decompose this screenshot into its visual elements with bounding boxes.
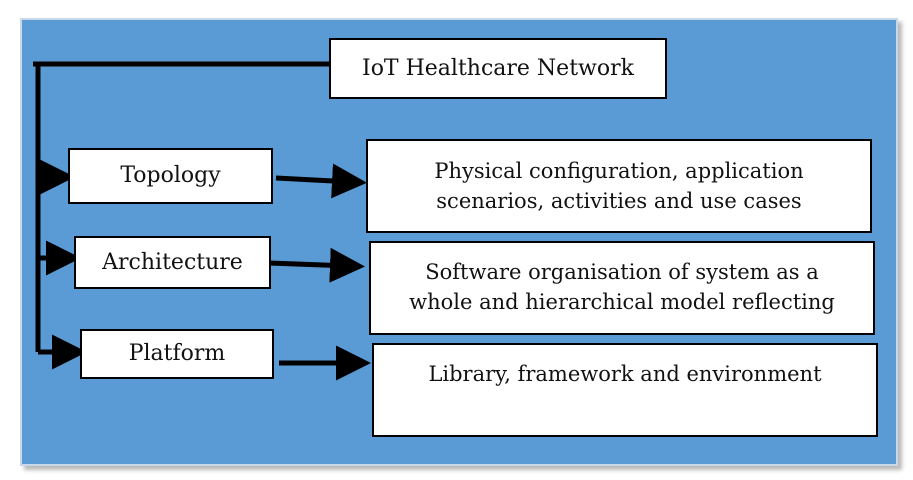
root-node-label: IoT Healthcare Network <box>362 55 634 81</box>
node-platform-label: Platform <box>128 341 226 366</box>
node-architecture-label: Architecture <box>102 249 243 275</box>
description-topology: Physical configuration, application scen… <box>366 139 872 233</box>
node-topology-label: Topology <box>120 163 221 188</box>
description-architecture-line-2: whole and hierarchical model reflecting <box>409 290 835 314</box>
arrow-architecture-description <box>268 247 365 283</box>
node-topology: Topology <box>68 148 273 204</box>
description-architecture-line-1: Software organisation of system as a <box>425 260 819 284</box>
node-architecture: Architecture <box>74 236 271 289</box>
description-topology-line-2: scenarios, activities and use cases <box>436 189 802 213</box>
description-topology-line-1: Physical configuration, application <box>434 159 804 183</box>
description-platform-line-1: Library, framework and environment <box>428 362 822 386</box>
description-platform: Library, framework and environment <box>372 343 878 437</box>
description-architecture: Software organisation of system as a who… <box>369 241 875 335</box>
root-node: IoT Healthcare Network <box>329 38 667 99</box>
arrow-topology-description <box>275 163 367 199</box>
node-platform: Platform <box>80 329 274 379</box>
